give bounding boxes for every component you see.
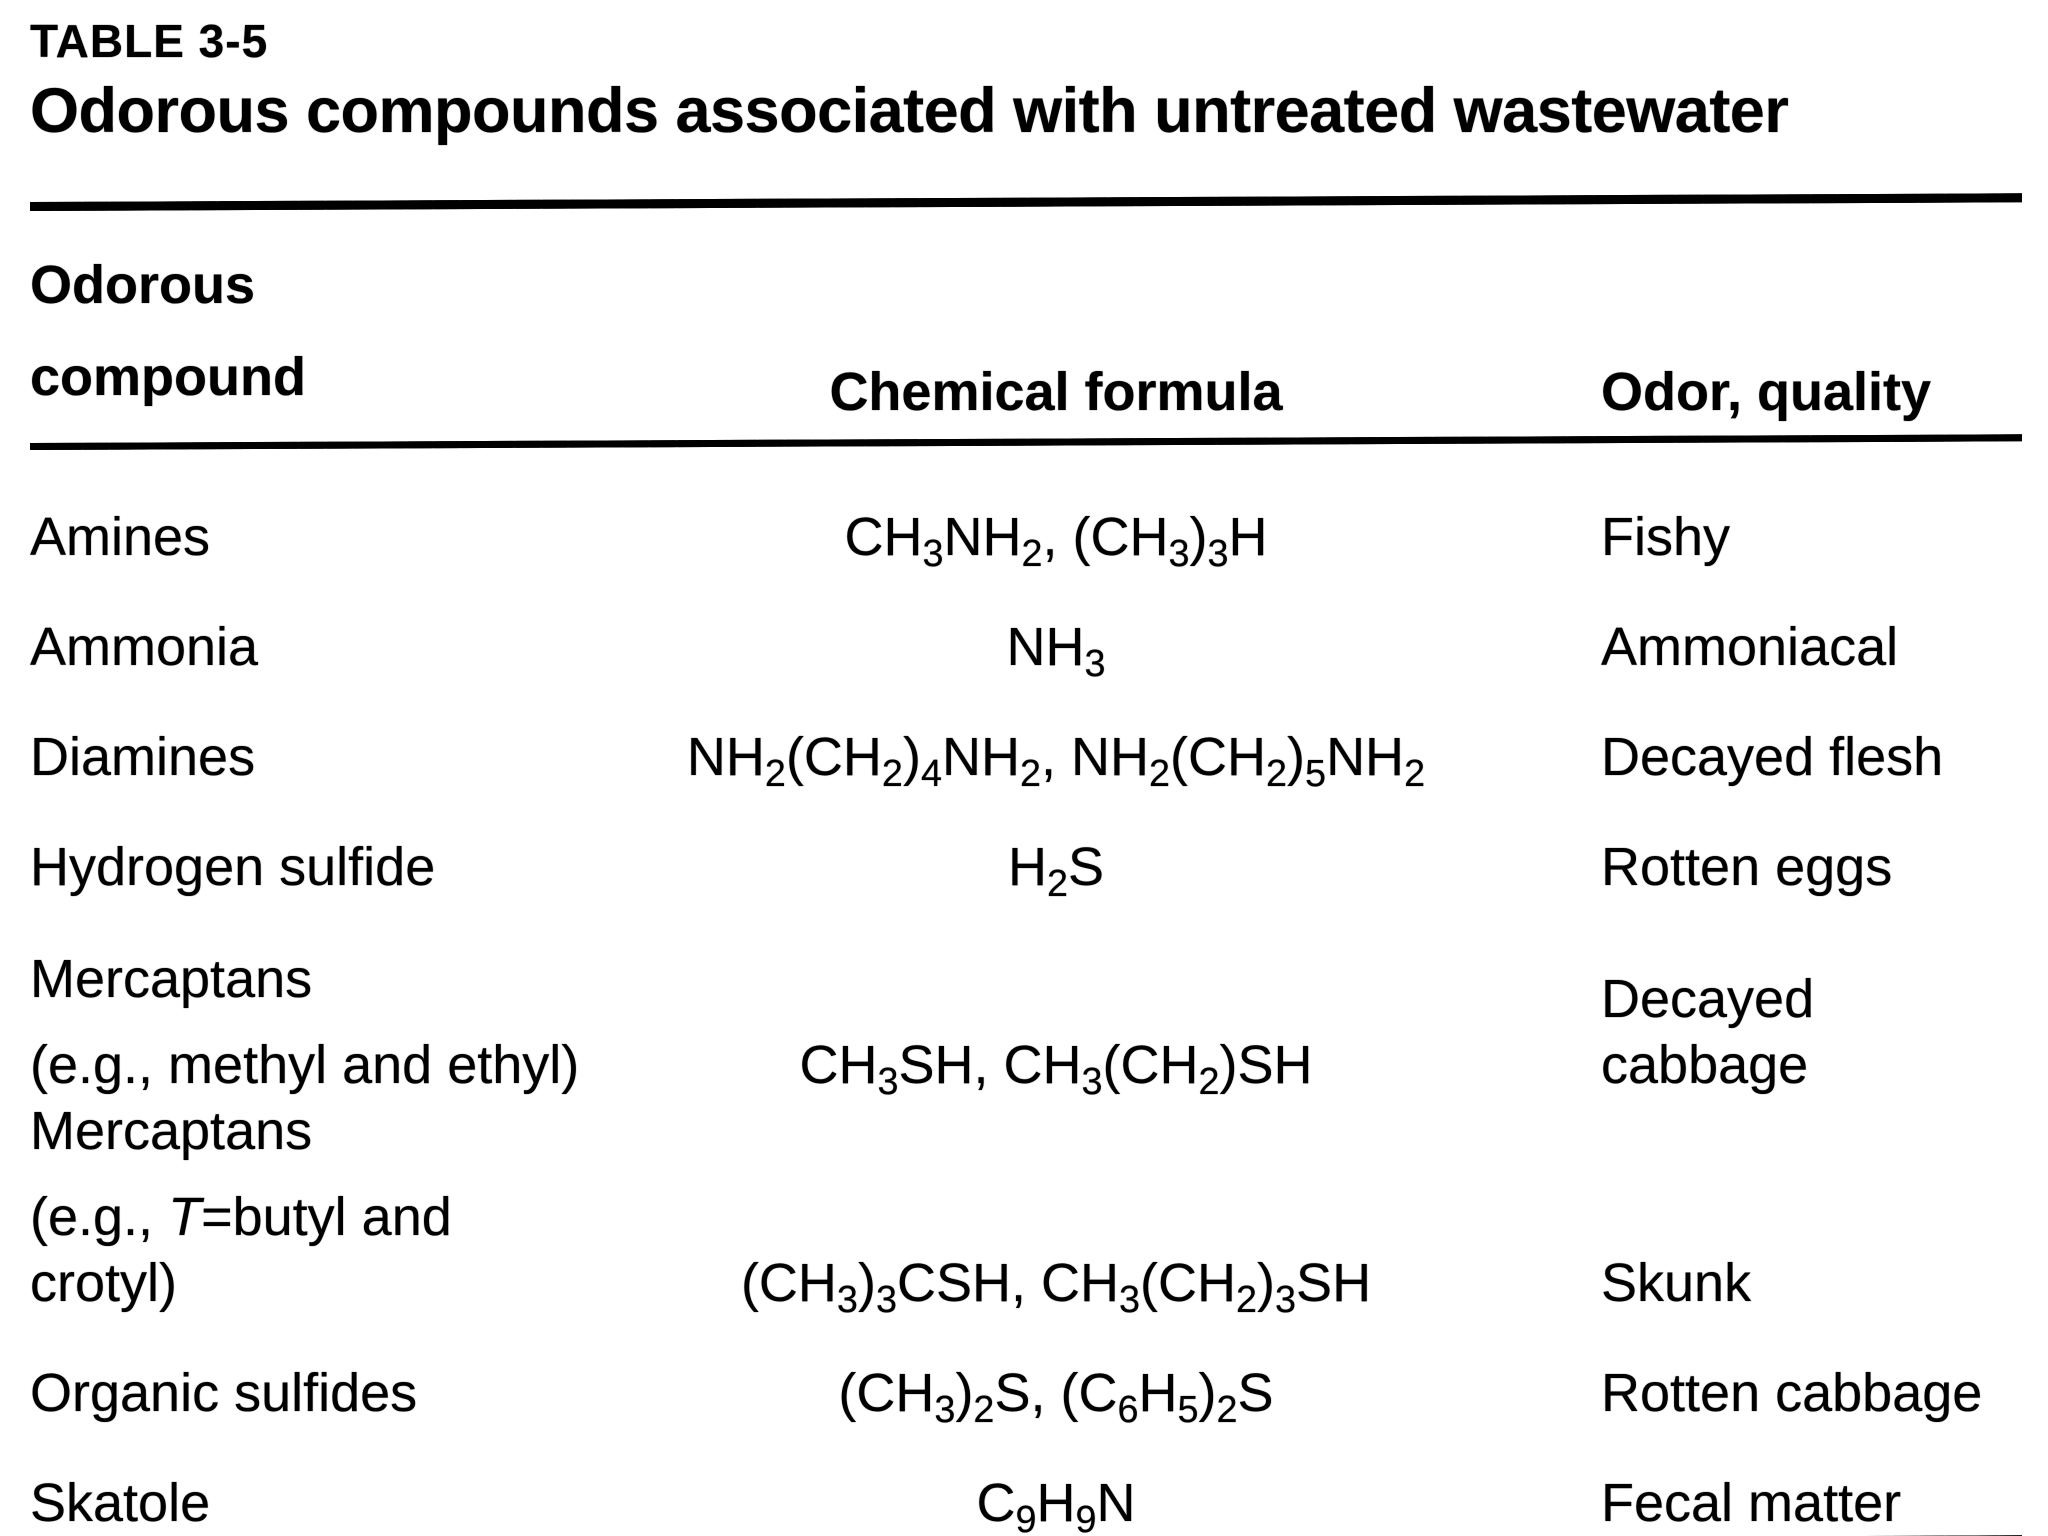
formula-cell: NH2(CH2)4NH2, NH2(CH2)5NH2 xyxy=(686,727,1426,795)
column-header-chemical-formula: Chemical formula xyxy=(829,362,1283,422)
body-table: Amines CH3NH2, (CH3)3H Fishy Ammonia NH3… xyxy=(30,450,2030,1536)
table-row: Diamines NH2(CH2)4NH2, NH2(CH2)5NH2 Deca… xyxy=(30,680,2030,795)
odor-cell: Rotten cabbage xyxy=(1601,1363,1983,1423)
compound-cell: Amines xyxy=(30,507,211,567)
header-row: Odorous compound Chemical formula Odor, … xyxy=(30,211,2030,443)
formula-cell: (CH3)2S, (C6H5)2S xyxy=(838,1363,1274,1431)
odor-cell: Fecal matter xyxy=(1601,1473,1902,1533)
formula-cell: C9H9N xyxy=(976,1473,1136,1536)
odor-cell: Ammoniacal xyxy=(1601,617,1899,677)
compound-name: Mercaptans xyxy=(30,1101,313,1161)
table-row: Mercaptans (e.g., T=butyl and crotyl) (C… xyxy=(30,1098,2030,1321)
compound-cell: Mercaptans (e.g., methyl and ethyl) xyxy=(30,900,596,1098)
table-label: TABLE 3-5 xyxy=(30,15,269,67)
odor-cell: Fishy xyxy=(1601,507,1731,567)
header-table: Odorous compound Chemical formula Odor, … xyxy=(30,211,2030,443)
formula-cell: (CH3)3CSH, CH3(CH2)3SH xyxy=(740,1253,1372,1321)
compound-note: (e.g., methyl and ethyl) xyxy=(30,1035,580,1095)
compound-note: (e.g., T=butyl and crotyl) xyxy=(30,1187,452,1313)
compound-cell: Diamines xyxy=(30,727,256,787)
compound-cell: Hydrogen sulfide xyxy=(30,837,436,897)
table-row: Skatole C9H9N Fecal matter xyxy=(30,1426,2030,1536)
compound-cell: Mercaptans (e.g., T=butyl and crotyl) xyxy=(30,1098,596,1316)
odor-cell: Decayed cabbage xyxy=(1601,969,1815,1095)
top-rule xyxy=(29,193,2023,211)
formula-cell: NH3 xyxy=(1006,617,1106,685)
table-title: Odorous compounds associated with untrea… xyxy=(30,76,1789,146)
compound-cell: Ammonia xyxy=(30,617,259,677)
odor-cell: Decayed flesh xyxy=(1601,727,1944,787)
compound-cell: Organic sulfides xyxy=(30,1363,418,1423)
header-line: compound xyxy=(30,347,306,407)
table-row: Amines CH3NH2, (CH3)3H Fishy xyxy=(30,450,2030,575)
odor-cell: Rotten eggs xyxy=(1601,837,1893,897)
table-row: Ammonia NH3 Ammoniacal xyxy=(30,570,2030,685)
table-row: Organic sulfides (CH3)2S, (C6H5)2S Rotte… xyxy=(30,1316,2030,1431)
header-line: Odorous xyxy=(30,255,255,315)
column-header-odor-quality: Odor, quality xyxy=(1601,362,1932,422)
odor-cell: Skunk xyxy=(1601,1253,1752,1313)
formula-cell: CH3SH, CH3(CH2)SH xyxy=(799,1035,1313,1103)
table-row: Mercaptans (e.g., methyl and ethyl) CH3S… xyxy=(30,900,2030,1103)
formula-cell: H2S xyxy=(1007,837,1105,905)
table-row: Hydrogen sulfide H2S Rotten eggs xyxy=(30,790,2030,905)
column-header-odorous-compound: Odorous compound xyxy=(30,211,596,443)
formula-cell: CH3NH2, (CH3)3H xyxy=(844,507,1268,575)
compound-name: Mercaptans xyxy=(30,949,313,1009)
compound-cell: Skatole xyxy=(30,1473,211,1533)
